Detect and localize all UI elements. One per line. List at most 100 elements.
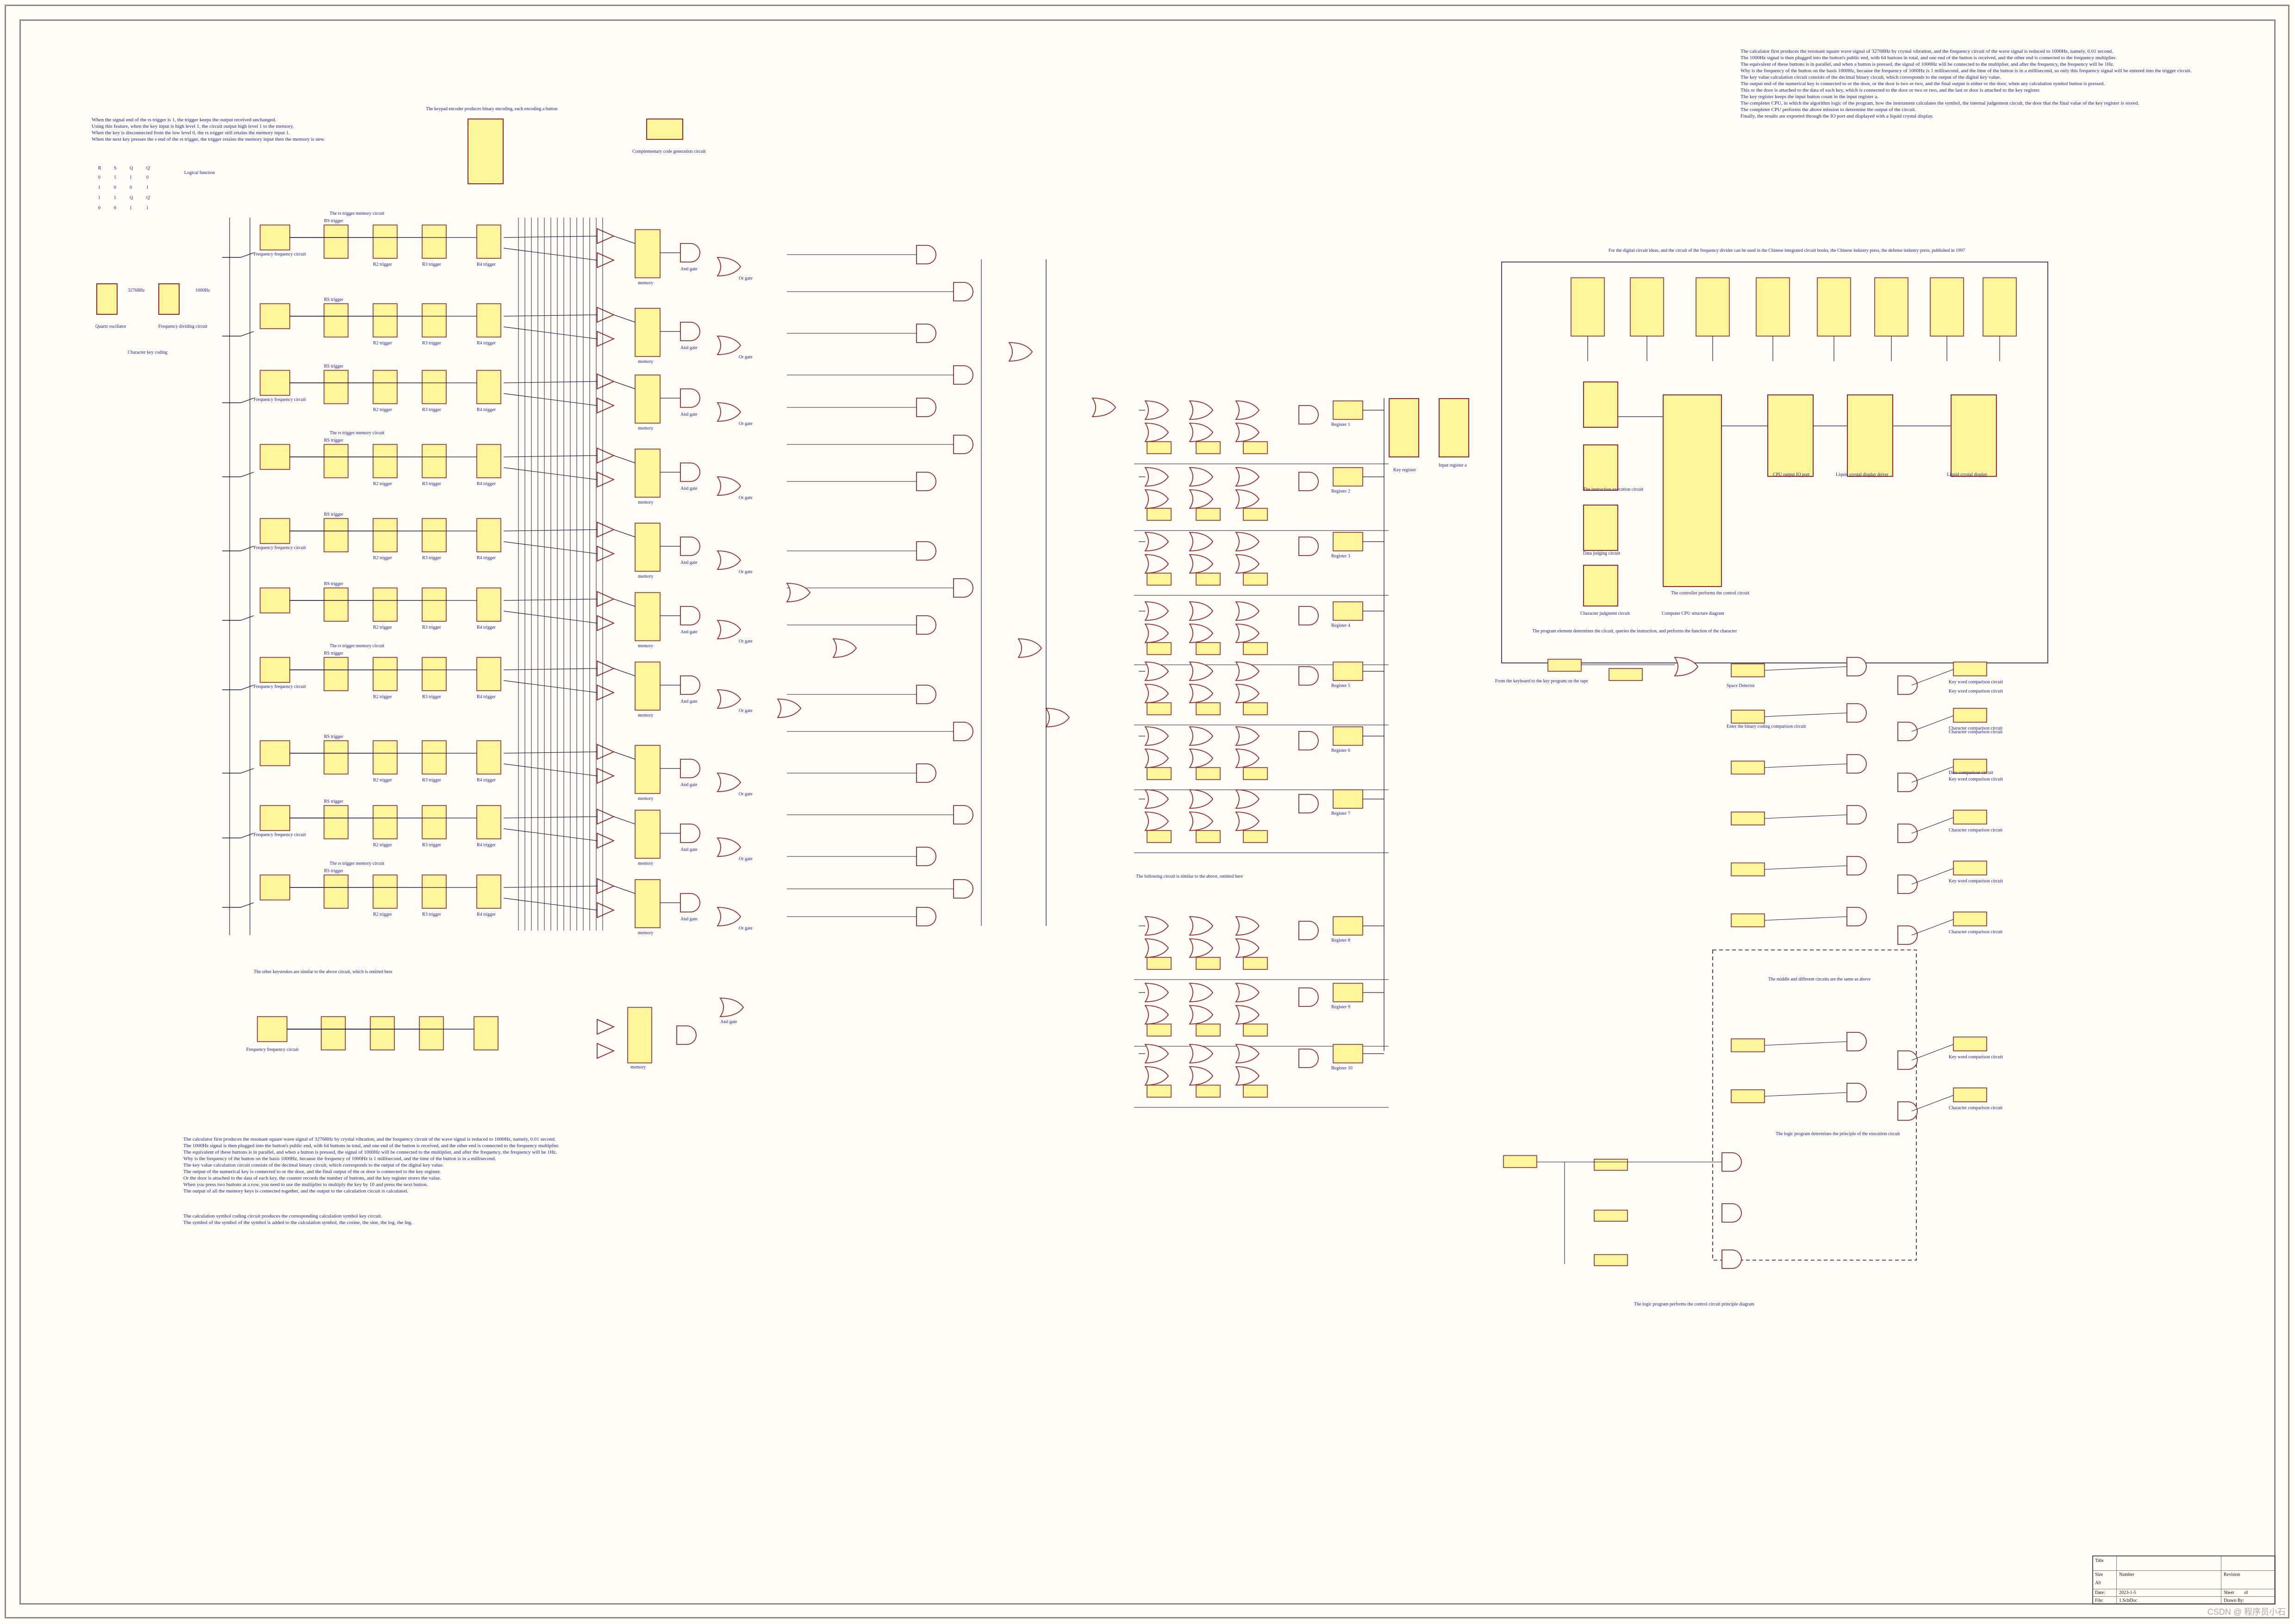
rs-trigger-block	[422, 657, 447, 691]
freq-freq-label: Frequency frequency circuit	[254, 252, 306, 257]
wire	[1911, 1044, 1954, 1061]
title-block: Title Size A0 Number Revision Date: 2023…	[2092, 1555, 2276, 1605]
and-gate	[680, 322, 700, 341]
and-gate	[680, 759, 700, 778]
or-gate	[1189, 749, 1214, 768]
wire	[613, 886, 636, 894]
memory-block	[635, 745, 661, 794]
register-input-c	[1243, 702, 1268, 715]
register-label: Register 2	[1331, 489, 1350, 494]
or-gate	[1144, 789, 1169, 809]
and-gate	[1721, 1152, 1742, 1172]
memory-block	[635, 592, 661, 641]
buffer-gate	[597, 228, 615, 244]
register-block	[1333, 400, 1363, 420]
char-key-coding-label: Character key coding	[128, 350, 168, 355]
and-gate	[680, 243, 700, 262]
wire	[613, 529, 636, 537]
register-input-b	[1196, 508, 1221, 521]
wire	[503, 886, 598, 888]
tb-file-val: 1.SchDoc	[2119, 1598, 2138, 1603]
freq-freq-block	[260, 225, 290, 250]
or-gate-label: Or gate	[739, 856, 753, 862]
or-gate	[1235, 1044, 1260, 1063]
char-judgment-circuit	[1583, 565, 1618, 606]
rs-trigger-block	[324, 303, 349, 337]
or-gate	[1144, 662, 1169, 681]
r2-trigger-label: R2 trigger	[373, 625, 392, 630]
memory-block	[635, 662, 661, 711]
memory-label: memory	[638, 500, 654, 505]
register-input-c	[1243, 767, 1268, 780]
keyboard-input-block	[1547, 659, 1582, 672]
lcd-driver-label: Liquid crystal display driver	[1836, 472, 1889, 477]
freq-freq-label-extra: Frequency frequency circuit	[246, 1047, 299, 1052]
control-block	[1594, 1159, 1628, 1171]
tape-input-block	[1503, 1155, 1537, 1168]
or-gate	[717, 689, 742, 709]
or-gate	[717, 550, 742, 570]
wire	[503, 828, 598, 841]
or-gate	[717, 773, 742, 792]
wire	[613, 236, 636, 244]
wire	[503, 668, 598, 670]
r2-trigger-label: R2 trigger	[373, 556, 392, 561]
buffer-gate	[597, 447, 615, 464]
and-gate	[1846, 657, 1867, 676]
rs-trigger-block	[422, 587, 447, 622]
or-gate	[1091, 398, 1116, 417]
or-gate	[717, 476, 742, 496]
wire	[240, 472, 254, 477]
register-input-c	[1243, 830, 1268, 843]
tb-date-val: 2023-1-5	[2119, 1590, 2136, 1595]
compare-block	[1953, 759, 1987, 774]
wire	[1911, 817, 1954, 834]
and-gate	[680, 462, 700, 482]
register-input-c	[1243, 1085, 1268, 1098]
rs-memory-label: The rs trigger memory circuit	[330, 211, 385, 216]
or-gate	[1189, 467, 1214, 487]
or-gate-label: Or gate	[739, 355, 753, 360]
and-gate	[916, 615, 936, 635]
or-gate	[1189, 624, 1214, 643]
register-input-a	[1147, 441, 1172, 454]
freq-freq-block	[260, 740, 290, 766]
char-compare-label: Character comparison circuit	[1949, 726, 2003, 731]
buffer-gate	[597, 615, 615, 631]
instruction-circuit	[1583, 444, 1618, 491]
tb-title: Title	[2095, 1558, 2104, 1563]
cpu-register-block	[1874, 277, 1908, 337]
or-gate	[1235, 624, 1260, 643]
r4-trigger-label: R4 trigger	[477, 843, 496, 848]
rs-trigger-block	[324, 444, 349, 478]
wire	[240, 833, 254, 838]
rs-trigger-block	[373, 587, 398, 622]
and-gate	[1897, 1050, 1918, 1070]
cpu-register-block	[1571, 277, 1605, 337]
memory-label-extra: memory	[630, 1065, 646, 1070]
and-gate-label: And gate	[680, 847, 698, 852]
rs-trigger-block	[422, 370, 447, 404]
buffer-gate	[597, 1018, 615, 1035]
or-gate	[717, 620, 742, 639]
register-label: Register 10	[1331, 1066, 1353, 1071]
register-block	[1333, 726, 1363, 746]
char-compare-label: Character comparison circuit	[1949, 1106, 2003, 1111]
r4-trigger-label: R4 trigger	[477, 625, 496, 630]
wire	[1764, 763, 1847, 768]
compare-block	[1953, 1087, 1987, 1102]
wire	[1764, 1092, 1847, 1097]
tb-drawn-by: Drawn By:	[2224, 1598, 2245, 1603]
char-compare-label: Character comparison circuit	[1949, 930, 2003, 935]
and-gate	[1721, 1249, 1742, 1269]
and-gate	[1897, 675, 1918, 695]
rs-trigger-block	[422, 874, 447, 909]
wire	[503, 751, 598, 754]
key-register-label: Key register	[1393, 468, 1416, 473]
cpu-register-block	[1817, 277, 1851, 337]
sheet-border-inner	[19, 19, 2276, 1605]
wire	[503, 898, 598, 911]
rs-trigger-block	[476, 444, 501, 478]
register-input-c	[1243, 1024, 1268, 1037]
